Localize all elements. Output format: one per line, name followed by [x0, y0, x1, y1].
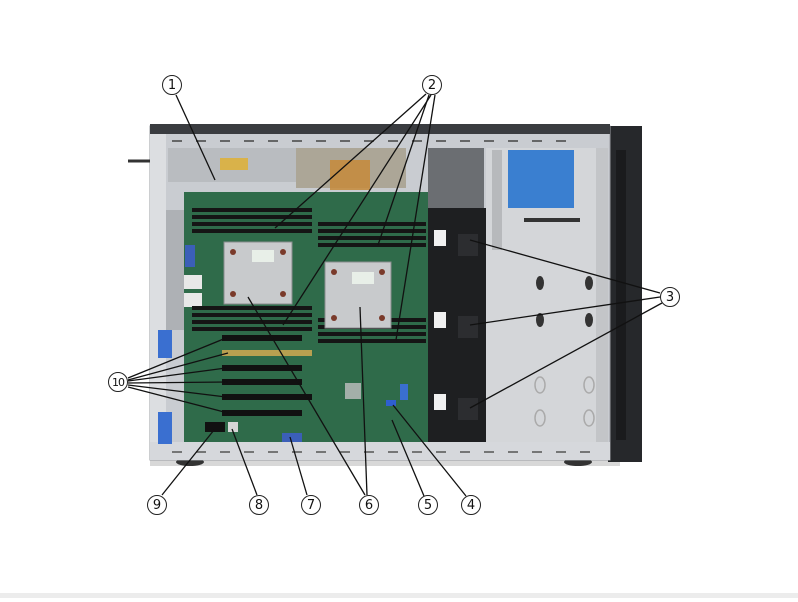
bottom-border [0, 593, 798, 598]
callout-7: 7 [301, 495, 321, 515]
front-panel-header [282, 433, 302, 442]
callout-lines [127, 93, 663, 497]
chassis-base [150, 458, 620, 466]
dimm-slots [192, 208, 426, 343]
callout-2: 2 [422, 75, 442, 95]
chipset-heatsink [345, 383, 361, 399]
callout-3: 3 [660, 287, 680, 307]
callout-5: 5 [418, 495, 438, 515]
power-cables [330, 160, 370, 190]
fan-modules [434, 230, 478, 420]
m2-connector [205, 422, 225, 432]
chassis-top-rail [150, 124, 610, 134]
usb-port [228, 422, 238, 432]
callout-10: 10 [108, 372, 128, 392]
callout-6: 6 [359, 495, 379, 515]
callout-8: 8 [249, 495, 269, 515]
callout-9: 9 [147, 495, 167, 515]
callout-1: 1 [162, 75, 182, 95]
pcie-slots [222, 335, 312, 416]
callout-4: 4 [461, 495, 481, 515]
drive-bay-bracket [508, 150, 574, 208]
